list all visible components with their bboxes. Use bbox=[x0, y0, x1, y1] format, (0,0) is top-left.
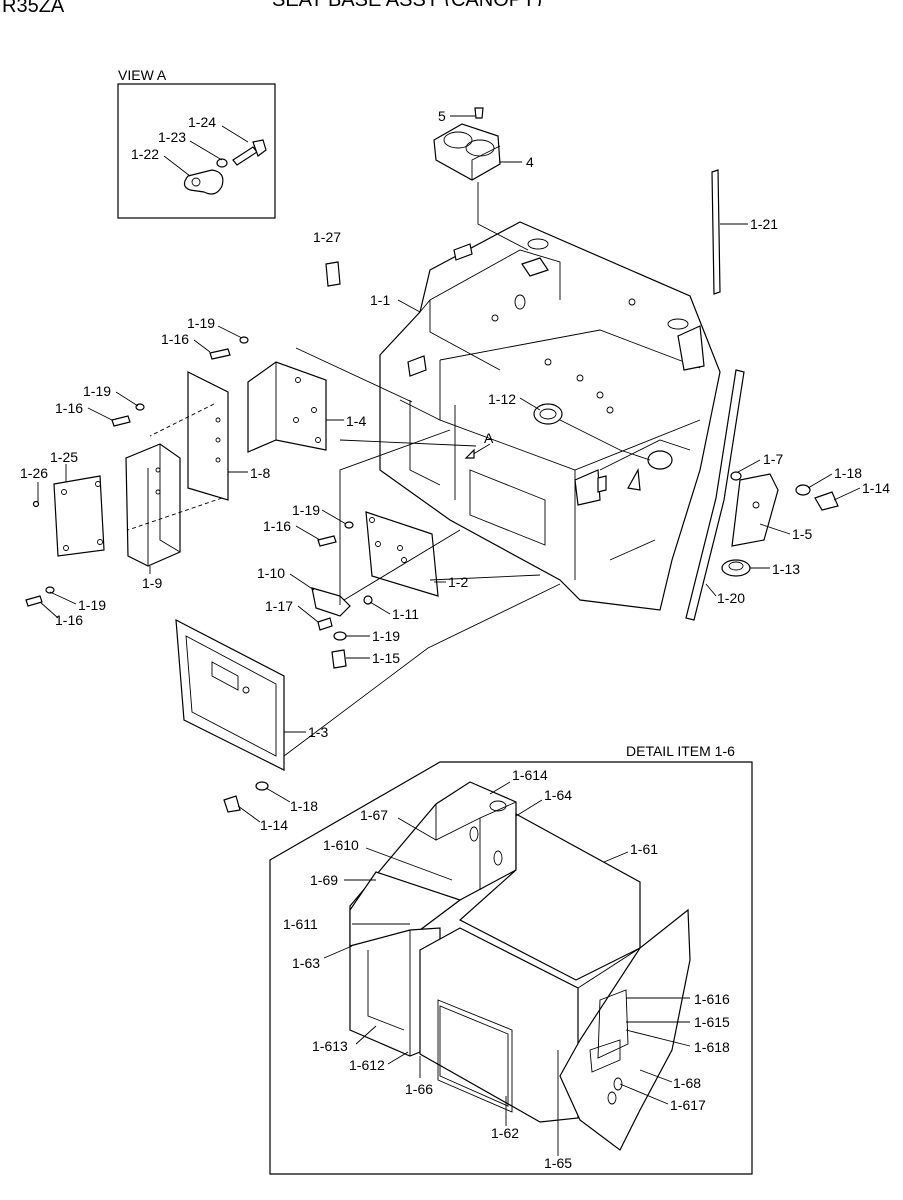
seal-strip bbox=[711, 169, 721, 295]
callout-1-615: 1-615 bbox=[694, 1014, 730, 1030]
callout-1-19-b: 1-19 bbox=[83, 383, 111, 399]
callout-a: A bbox=[484, 430, 494, 446]
callout-1-66: 1-66 bbox=[405, 1081, 433, 1097]
callout-1-67: 1-67 bbox=[360, 807, 388, 823]
callout-1-2: 1-2 bbox=[448, 574, 468, 590]
plate-1-25 bbox=[53, 475, 105, 557]
callout-1-19-d: 1-19 bbox=[292, 502, 320, 518]
callout-1-613: 1-613 bbox=[312, 1038, 348, 1054]
callout-1-14-b: 1-14 bbox=[260, 817, 288, 833]
callout-1-612: 1-612 bbox=[349, 1057, 385, 1073]
callout-1-3: 1-3 bbox=[308, 724, 328, 740]
bracket-1-10 bbox=[311, 587, 351, 617]
callout-1-16-d: 1-16 bbox=[263, 518, 291, 534]
nut-1-18 bbox=[795, 484, 811, 496]
callout-1-614: 1-614 bbox=[512, 767, 548, 783]
callout-5: 5 bbox=[438, 108, 446, 124]
callout-1-19-c: 1-19 bbox=[78, 597, 106, 613]
callout-1-65: 1-65 bbox=[544, 1155, 572, 1171]
plate-1-8 bbox=[187, 371, 229, 501]
cup-holder bbox=[433, 107, 501, 181]
page-title: SEAT BASE ASSY (CANOPY) bbox=[272, 0, 542, 11]
callout-1-12: 1-12 bbox=[488, 391, 516, 407]
callout-1-610: 1-610 bbox=[323, 837, 359, 853]
callout-1-11: 1-11 bbox=[392, 606, 419, 622]
callout-1-21: 1-21 bbox=[750, 216, 778, 232]
plate-1-2 bbox=[365, 511, 439, 597]
view-a-title: VIEW A bbox=[118, 67, 167, 83]
callout-1-68: 1-68 bbox=[673, 1075, 701, 1091]
plate-1-4 bbox=[247, 361, 327, 453]
callout-1-4: 1-4 bbox=[346, 413, 366, 429]
callout-1-14-a: 1-14 bbox=[862, 480, 890, 496]
callout-1-8: 1-8 bbox=[250, 465, 270, 481]
callout-1-16-a: 1-16 bbox=[161, 331, 189, 347]
callout-1-62: 1-62 bbox=[491, 1125, 519, 1141]
callout-1-17: 1-17 bbox=[265, 598, 293, 614]
callout-1-63: 1-63 bbox=[292, 955, 320, 971]
callout-1-25: 1-25 bbox=[50, 449, 78, 465]
pad bbox=[325, 261, 341, 287]
callout-1-64: 1-64 bbox=[544, 787, 572, 803]
cover-1-9 bbox=[125, 443, 181, 567]
callout-1-18-b: 1-18 bbox=[290, 798, 318, 814]
view-a-panel: VIEW A bbox=[117, 67, 276, 219]
callout-1-616: 1-616 bbox=[694, 991, 730, 1007]
callout-1-24: 1-24 bbox=[188, 114, 216, 130]
bracket-1-5 bbox=[731, 473, 779, 547]
callout-1-617: 1-617 bbox=[670, 1097, 706, 1113]
callout-1-22: 1-22 bbox=[131, 146, 159, 162]
callout-1-611: 1-611 bbox=[283, 916, 318, 932]
callout-1-18-a: 1-18 bbox=[834, 465, 862, 481]
callout-1-69: 1-69 bbox=[310, 872, 338, 888]
callout-1-27: 1-27 bbox=[313, 229, 341, 245]
callout-1-23: 1-23 bbox=[158, 129, 186, 145]
callout-1-15: 1-15 bbox=[372, 650, 400, 666]
side-seal bbox=[685, 369, 745, 621]
callout-1-61: 1-61 bbox=[630, 841, 658, 857]
detail-title: DETAIL ITEM 1-6 bbox=[626, 743, 735, 759]
detail-item-panel: DETAIL ITEM 1-6 bbox=[269, 743, 753, 1175]
callout-1-19-e: 1-19 bbox=[372, 628, 400, 644]
callout-1-26: 1-26 bbox=[20, 465, 48, 481]
callout-1-19-a: 1-19 bbox=[187, 315, 215, 331]
callout-1-13: 1-13 bbox=[772, 561, 800, 577]
callout-1-7: 1-7 bbox=[763, 451, 783, 467]
callout-1-618: 1-618 bbox=[694, 1039, 730, 1055]
callout-1-9: 1-9 bbox=[142, 575, 162, 591]
bolt-1-14 bbox=[814, 491, 839, 511]
callout-1-1: 1-1 bbox=[370, 292, 390, 308]
callout-1-5: 1-5 bbox=[792, 526, 812, 542]
grommet bbox=[533, 403, 563, 425]
callout-1-16-b: 1-16 bbox=[55, 400, 83, 416]
model-label: R35ZA bbox=[2, 0, 65, 17]
callout-1-10: 1-10 bbox=[257, 565, 285, 581]
callout-4: 4 bbox=[526, 154, 534, 170]
callout-1-20: 1-20 bbox=[717, 590, 745, 606]
callout-1-16-c: 1-16 bbox=[55, 612, 83, 628]
title-clip: SEAT BASE ASSY (CANOPY) bbox=[272, 0, 542, 11]
cover-1-3 bbox=[175, 618, 285, 771]
washer-1-7 bbox=[730, 471, 742, 481]
